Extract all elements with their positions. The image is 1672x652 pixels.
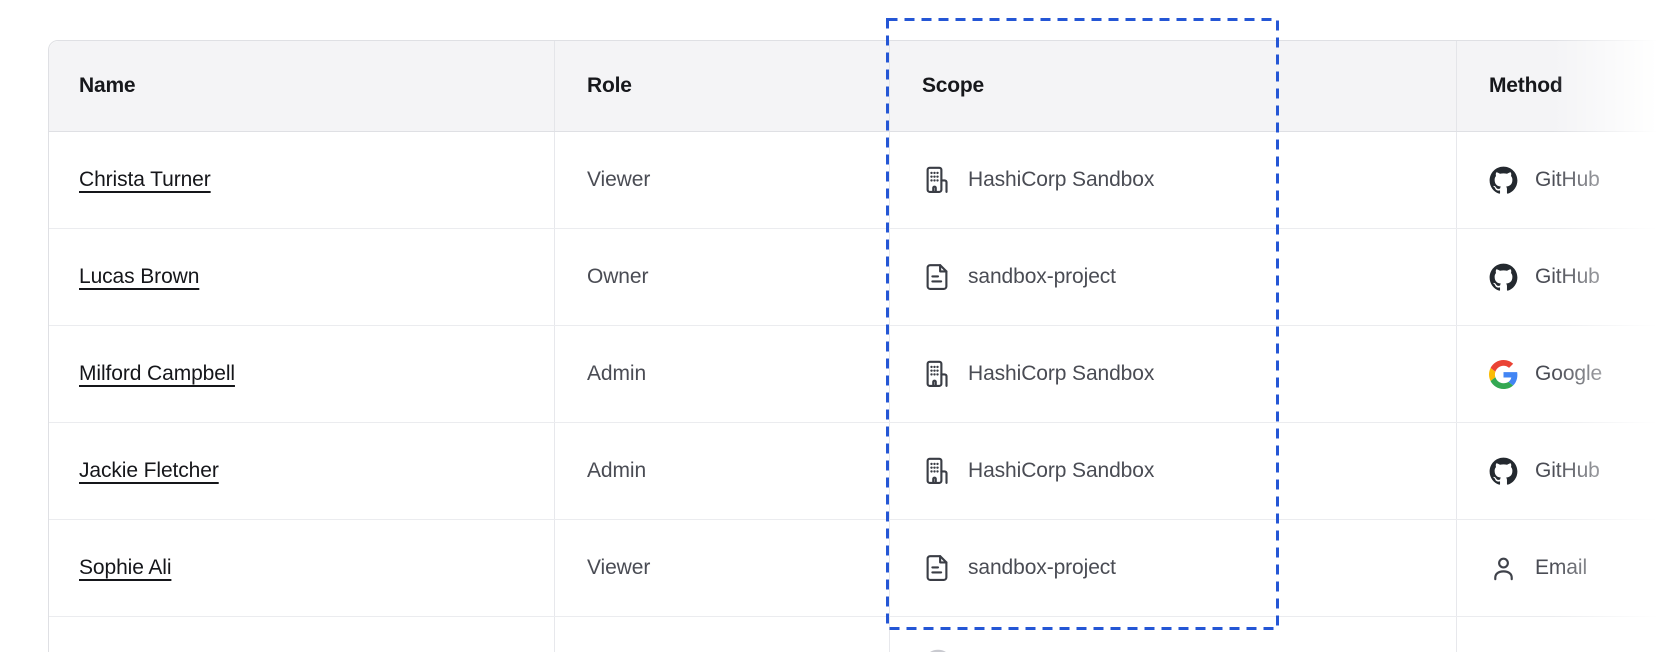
scope-cell xyxy=(889,617,1456,652)
member-name-link[interactable]: Jackie Fletcher xyxy=(79,459,219,482)
method-value: Google xyxy=(1535,362,1603,385)
role-value: Admin xyxy=(587,459,647,482)
role-cell: Admin xyxy=(554,423,889,519)
method-value: Email xyxy=(1535,556,1588,579)
column-header-role[interactable]: Role xyxy=(554,41,889,131)
file-icon xyxy=(926,555,948,581)
name-cell: Lucas Brown xyxy=(49,229,554,325)
members-table: Name Role Scope Method Christa Turner Vi… xyxy=(48,40,1672,652)
method-value: GitHub xyxy=(1535,265,1600,288)
member-name-link[interactable]: Christa Turner xyxy=(79,168,211,191)
role-value: Owner xyxy=(587,265,649,288)
org-icon xyxy=(926,360,948,387)
table-row: Jackie Fletcher Admin HashiCorp Sandbox xyxy=(49,423,1672,520)
name-cell xyxy=(49,617,554,652)
scope-cell: sandbox-project xyxy=(889,229,1456,325)
scope-value: HashiCorp Sandbox xyxy=(968,168,1155,191)
google-icon xyxy=(1489,359,1518,389)
scope-value: HashiCorp Sandbox xyxy=(968,362,1155,385)
role-cell: Admin xyxy=(554,326,889,422)
partial-scope-icon xyxy=(930,649,946,652)
member-name-link[interactable]: Sophie Ali xyxy=(79,556,172,579)
scope-value: HashiCorp Sandbox xyxy=(968,459,1155,482)
scope-value: sandbox-project xyxy=(968,556,1116,579)
role-value: Viewer xyxy=(587,556,651,579)
org-icon xyxy=(926,457,948,484)
role-cell: Viewer xyxy=(554,132,889,228)
member-name-link[interactable]: Lucas Brown xyxy=(79,265,200,288)
scope-cell: HashiCorp Sandbox xyxy=(889,326,1456,422)
name-cell: Jackie Fletcher xyxy=(49,423,554,519)
role-cell xyxy=(554,617,889,652)
table-row-partial xyxy=(49,617,1672,652)
scope-cell: sandbox-project xyxy=(889,520,1456,616)
method-cell: GitHub xyxy=(1456,229,1672,325)
method-cell: Google xyxy=(1456,326,1672,422)
file-icon xyxy=(926,264,948,290)
role-value: Admin xyxy=(587,362,647,385)
github-icon xyxy=(1489,263,1518,291)
role-cell: Owner xyxy=(554,229,889,325)
member-name-link[interactable]: Milford Campbell xyxy=(79,362,235,385)
github-icon xyxy=(1489,166,1518,194)
table-row: Lucas Brown Owner sandbox-project GitHub xyxy=(49,229,1672,326)
table-row: Christa Turner Viewer HashiCorp Sandbox xyxy=(49,132,1672,229)
github-icon xyxy=(1489,457,1518,485)
role-value: Viewer xyxy=(587,168,651,191)
name-cell: Christa Turner xyxy=(49,132,554,228)
column-header-method[interactable]: Method xyxy=(1456,41,1672,131)
column-header-scope[interactable]: Scope xyxy=(889,41,1456,131)
user-icon xyxy=(1494,557,1513,580)
org-icon xyxy=(926,166,948,193)
scope-value: sandbox-project xyxy=(968,265,1116,288)
scope-cell: HashiCorp Sandbox xyxy=(889,132,1456,228)
method-value: GitHub xyxy=(1535,168,1600,191)
method-value: GitHub xyxy=(1535,459,1600,482)
name-cell: Milford Campbell xyxy=(49,326,554,422)
column-header-name[interactable]: Name xyxy=(79,74,136,97)
table-header-row: Name Role Scope Method xyxy=(49,41,1672,132)
method-cell: GitHub xyxy=(1456,132,1672,228)
table-row: Milford Campbell Admin HashiCorp Sandbox xyxy=(49,326,1672,423)
role-cell: Viewer xyxy=(554,520,889,616)
table-row: Sophie Ali Viewer sandbox-project Email xyxy=(49,520,1672,617)
method-cell: Email xyxy=(1456,520,1672,616)
method-cell xyxy=(1456,617,1672,652)
scope-cell: HashiCorp Sandbox xyxy=(889,423,1456,519)
name-cell: Sophie Ali xyxy=(49,520,554,616)
method-cell: GitHub xyxy=(1456,423,1672,519)
